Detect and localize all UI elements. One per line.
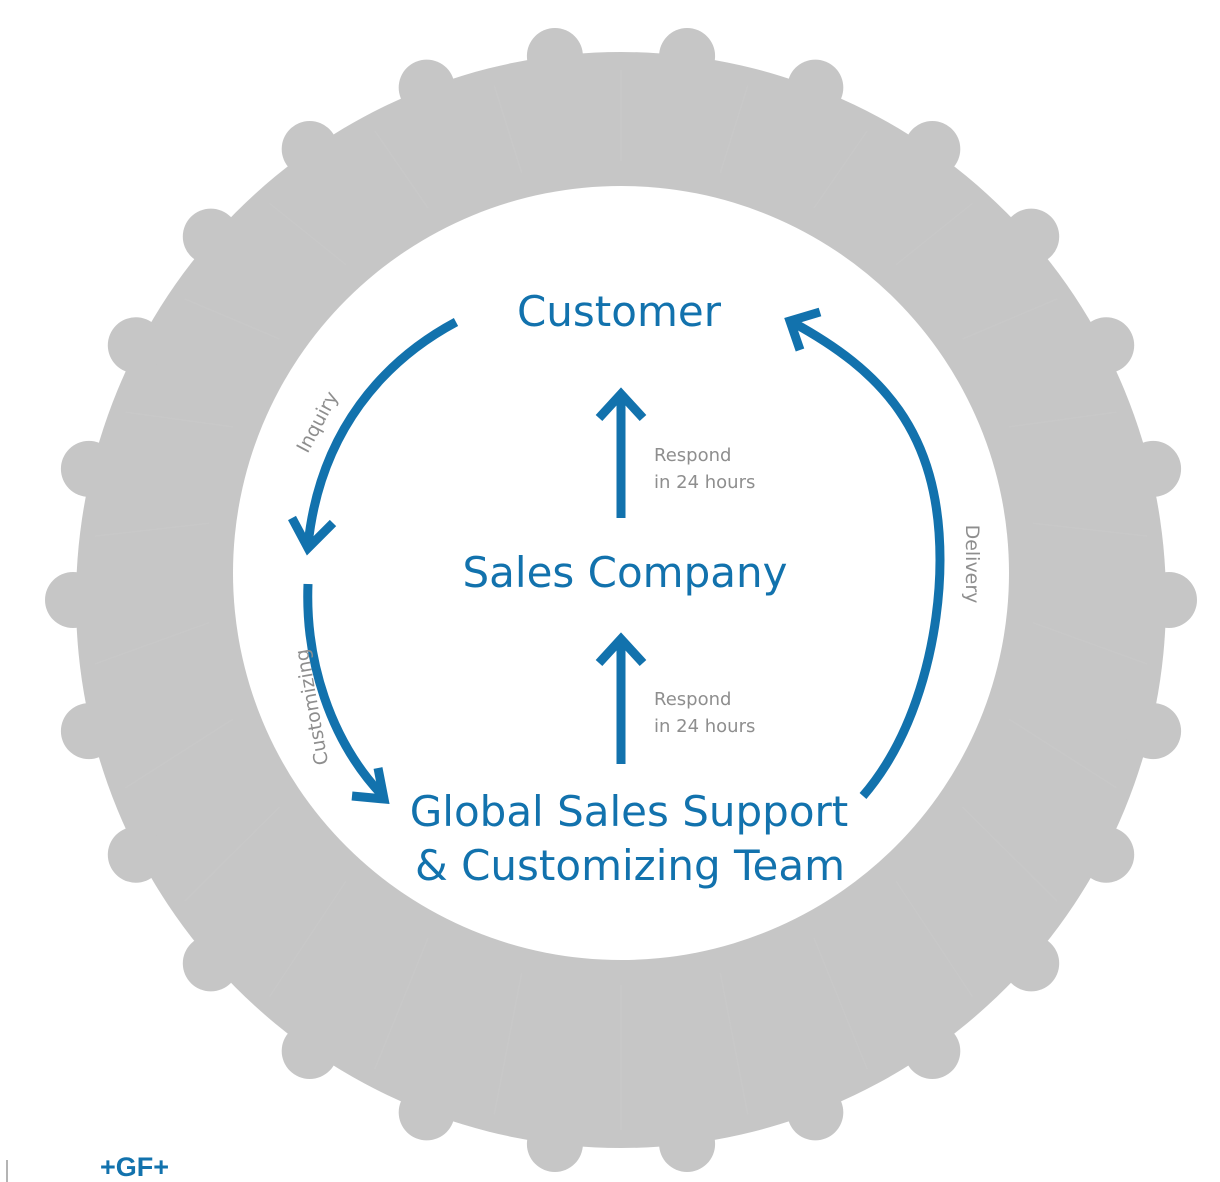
puzzle-seam bbox=[184, 806, 281, 902]
puzzle-seam bbox=[493, 85, 523, 174]
puzzle-seam bbox=[1008, 411, 1117, 428]
puzzle-knob bbox=[281, 1023, 338, 1079]
puzzle-seam bbox=[94, 522, 210, 537]
respond-note-top-line1: Respond bbox=[654, 445, 731, 466]
puzzle-seam bbox=[268, 880, 347, 998]
inquiry-arrow bbox=[303, 318, 459, 546]
puzzle-knob bbox=[398, 59, 455, 116]
puzzle-seam bbox=[719, 85, 749, 174]
respond-note-top-line2: in 24 hours bbox=[654, 472, 755, 493]
respond-note-bottom-line1: Respond bbox=[654, 689, 731, 710]
customer-node: Customer bbox=[517, 287, 722, 336]
puzzle-seam bbox=[895, 880, 974, 998]
puzzle-knob bbox=[1003, 935, 1060, 992]
puzzle-seam bbox=[493, 972, 523, 1115]
puzzle-knob bbox=[45, 572, 101, 628]
puzzle-seam bbox=[813, 937, 868, 1070]
puzzle-knob bbox=[398, 1084, 455, 1141]
puzzle-knob bbox=[659, 1116, 716, 1172]
respond-note-bottom-line2: in 24 hours bbox=[654, 716, 755, 737]
puzzle-knob bbox=[60, 440, 117, 497]
puzzle-seam bbox=[719, 972, 749, 1115]
puzzle-seam bbox=[1032, 522, 1148, 537]
puzzle-knob bbox=[60, 703, 117, 760]
puzzle-knob bbox=[904, 121, 961, 177]
puzzle-knob bbox=[281, 121, 338, 177]
puzzle-seams bbox=[94, 70, 1148, 1130]
puzzle-seam bbox=[962, 298, 1058, 340]
puzzle-knob bbox=[107, 317, 164, 374]
customizing-arrow bbox=[303, 583, 386, 799]
puzzle-ring bbox=[45, 28, 1197, 1172]
puzzle-knob bbox=[659, 28, 716, 84]
puzzle-knob bbox=[107, 826, 164, 883]
puzzle-knob bbox=[787, 59, 844, 116]
delivery-arrow bbox=[789, 318, 945, 799]
delivery-label: Delivery bbox=[961, 525, 983, 604]
puzzle-seam bbox=[184, 298, 280, 340]
puzzle-seam bbox=[124, 718, 234, 789]
puzzle-knob bbox=[904, 1023, 961, 1079]
puzzle-knobs bbox=[45, 28, 1197, 1172]
puzzle-knob bbox=[1078, 826, 1135, 883]
respond-arrowhead-bottom bbox=[595, 632, 647, 667]
puzzle-seam bbox=[94, 621, 210, 665]
puzzle-knob bbox=[1125, 703, 1182, 760]
puzzle-seam bbox=[374, 937, 429, 1070]
puzzle-seam bbox=[813, 130, 868, 209]
puzzle-knob bbox=[1141, 572, 1197, 628]
puzzle-seam bbox=[961, 806, 1058, 902]
puzzle-seam bbox=[1008, 718, 1118, 789]
puzzle-knob bbox=[182, 935, 239, 992]
puzzle-seam bbox=[1032, 621, 1148, 665]
gf-logo: +GF+ bbox=[100, 1152, 169, 1182]
delivery-arrowhead bbox=[784, 307, 822, 352]
inquiry-arrowhead bbox=[288, 515, 337, 556]
sales-company-node: Sales Company bbox=[463, 548, 788, 597]
puzzle-seam bbox=[269, 202, 347, 266]
respond-arrowhead-top bbox=[595, 387, 647, 422]
puzzle-seam bbox=[125, 411, 234, 428]
global-team-node-line2: & Customizing Team bbox=[415, 841, 845, 890]
puzzle-knob bbox=[1078, 317, 1135, 374]
puzzle-knob bbox=[787, 1084, 844, 1141]
puzzle-knob bbox=[1125, 440, 1182, 497]
puzzle-seam bbox=[895, 202, 973, 266]
puzzle-seam bbox=[374, 130, 429, 209]
customizing-arrowhead bbox=[351, 767, 390, 805]
puzzle-knob bbox=[526, 1116, 583, 1172]
puzzle-knob bbox=[526, 28, 583, 84]
puzzle-knob bbox=[182, 208, 239, 265]
puzzle-knob bbox=[1003, 208, 1060, 265]
global-team-node-line1: Global Sales Support bbox=[410, 787, 849, 836]
